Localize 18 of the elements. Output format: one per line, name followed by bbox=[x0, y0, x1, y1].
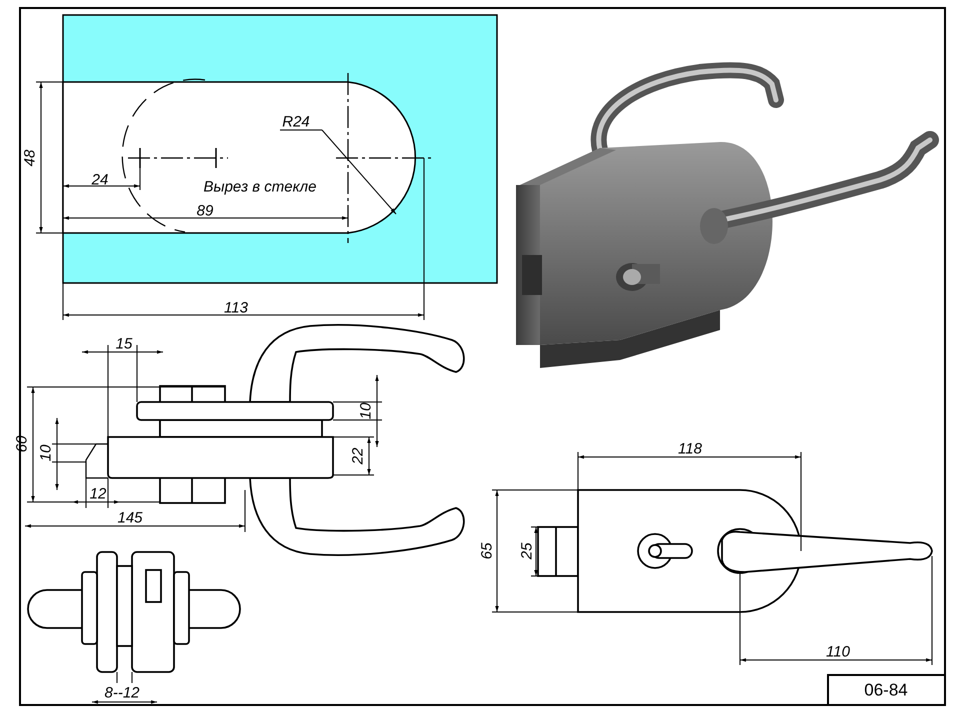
dimension-value: 118 bbox=[678, 442, 702, 456]
dimension-value: 113 bbox=[224, 300, 248, 316]
dimension-value: 25 bbox=[520, 542, 534, 560]
dimension-value: 22 bbox=[350, 448, 366, 464]
dimension-value: 8--12 bbox=[104, 686, 140, 700]
dimension-value: 10 bbox=[358, 402, 374, 420]
dimension-value: 48 bbox=[22, 150, 38, 166]
dimension-value: 89 bbox=[196, 204, 214, 218]
dimension-value: 24 bbox=[92, 172, 108, 188]
dimension-value: 65 bbox=[480, 542, 494, 560]
dimension-value: 10 bbox=[38, 444, 54, 462]
dimension-value: 110 bbox=[826, 644, 850, 660]
dimension-value: 12 bbox=[90, 486, 106, 502]
dimension-value: 145 bbox=[117, 510, 143, 526]
note-text: Вырез в стекле bbox=[204, 180, 316, 194]
dimension-value: 15 bbox=[116, 336, 132, 352]
drawing-number: 06-84 bbox=[864, 682, 908, 698]
radius-value: R24 bbox=[282, 114, 310, 130]
